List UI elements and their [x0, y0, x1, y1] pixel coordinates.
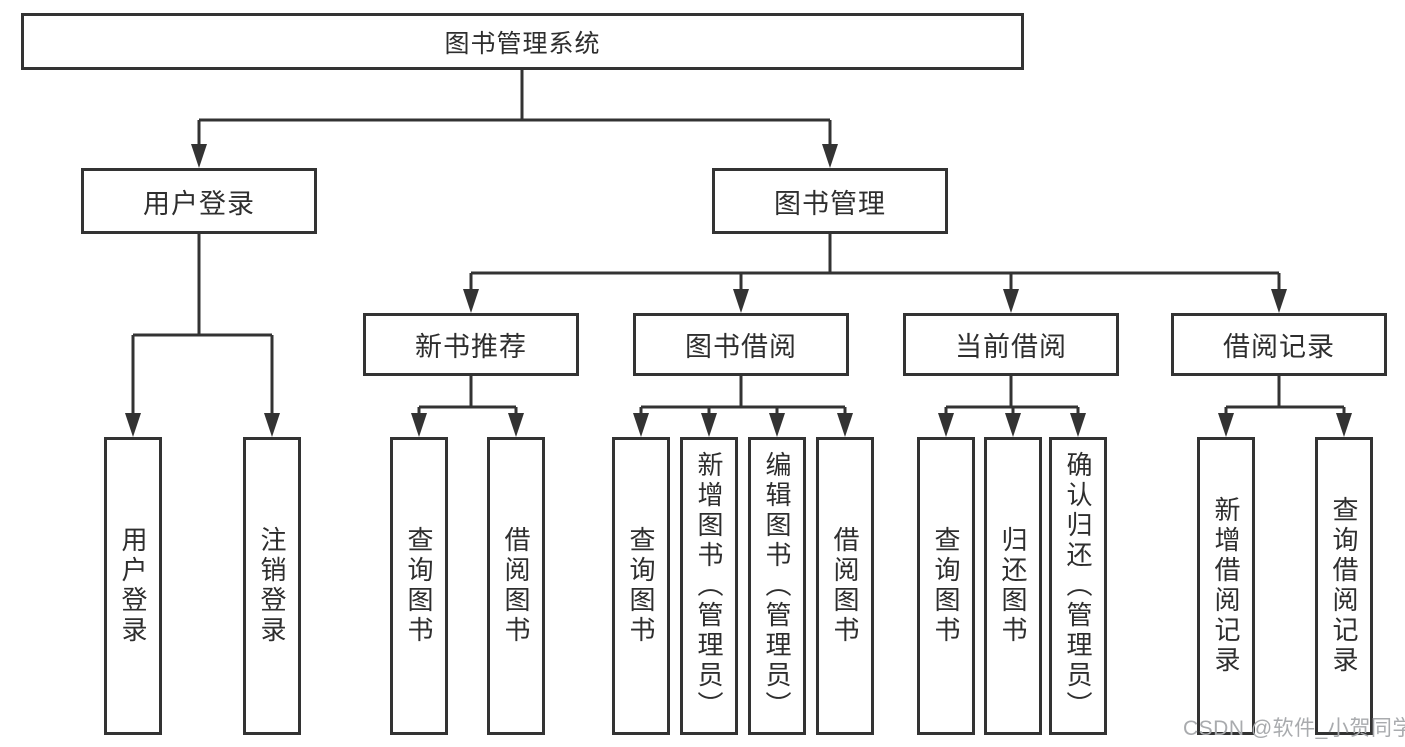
leaf-add-book-admin-label: 新增图书（管理员）	[694, 451, 724, 721]
arrowhead	[463, 289, 479, 313]
arrowhead	[938, 413, 954, 437]
leaf-edit-book-admin: 编辑图书（管理员）	[748, 437, 806, 735]
node-borrow-records-label: 借阅记录	[1223, 332, 1335, 362]
node-new-book-recommend-label: 新书推荐	[415, 332, 527, 362]
leaf-borrow-books-recommend-label: 借阅图书	[501, 526, 531, 646]
node-current-borrow: 当前借阅	[903, 313, 1119, 376]
leaf-query-books-recommend-label: 查询图书	[404, 526, 434, 646]
arrowhead	[125, 413, 141, 437]
leaf-return-book-label: 归还图书	[998, 526, 1028, 646]
node-root-label: 图书管理系统	[444, 29, 601, 58]
arrowhead	[837, 413, 853, 437]
arrowhead	[411, 413, 427, 437]
node-user-login: 用户登录	[81, 168, 317, 234]
leaf-add-borrow-record: 新增借阅记录	[1197, 437, 1255, 735]
connector-new-book-recommend	[417, 375, 518, 430]
arrowhead	[1005, 413, 1021, 437]
node-book-management: 图书管理	[712, 168, 948, 234]
leaf-logout-label: 注销登录	[257, 526, 287, 646]
arrowhead	[1070, 413, 1086, 437]
connector-book-management	[469, 233, 1281, 306]
arrowhead	[508, 413, 524, 437]
arrowhead	[733, 289, 749, 313]
leaf-query-borrow-record-label: 查询借阅记录	[1329, 496, 1359, 676]
arrowhead	[1003, 289, 1019, 313]
connector-user-login	[131, 233, 274, 430]
node-user-login-label: 用户登录	[143, 188, 255, 219]
node-book-management-label: 图书管理	[774, 188, 886, 219]
leaf-query-books-borrow-label: 查询图书	[626, 526, 656, 646]
arrowhead	[191, 144, 207, 168]
leaf-query-books-borrow: 查询图书	[612, 437, 670, 735]
arrowhead	[769, 413, 785, 437]
leaf-borrow-books-borrow-label: 借阅图书	[830, 526, 860, 646]
leaf-return-book: 归还图书	[984, 437, 1042, 735]
leaf-add-borrow-record-label: 新增借阅记录	[1211, 496, 1241, 676]
leaf-query-books-recommend: 查询图书	[390, 437, 448, 735]
leaf-confirm-return-admin-label: 确认归还（管理员）	[1063, 451, 1093, 721]
connector-current-borrow	[944, 375, 1080, 430]
arrowhead	[264, 413, 280, 437]
leaf-user-login: 用户登录	[104, 437, 162, 735]
connector-book-borrow	[639, 375, 847, 430]
node-book-borrow-label: 图书借阅	[685, 332, 797, 362]
arrowhead	[1336, 413, 1352, 437]
watermark-text: CSDN @软件_小贺同学	[1183, 717, 1405, 740]
node-current-borrow-label: 当前借阅	[955, 332, 1067, 362]
arrowhead	[701, 413, 717, 437]
leaf-borrow-books-borrow: 借阅图书	[816, 437, 874, 735]
leaf-logout: 注销登录	[243, 437, 301, 735]
leaf-edit-book-admin-label: 编辑图书（管理员）	[762, 451, 792, 721]
connector-root	[197, 69, 832, 160]
leaf-borrow-books-recommend: 借阅图书	[487, 437, 545, 735]
node-book-borrow: 图书借阅	[633, 313, 849, 376]
node-root: 图书管理系统	[21, 13, 1024, 70]
leaf-user-login-label: 用户登录	[118, 526, 148, 646]
arrowhead	[822, 144, 838, 168]
leaf-add-book-admin: 新增图书（管理员）	[680, 437, 738, 735]
arrowhead	[1218, 413, 1234, 437]
arrowhead	[1271, 289, 1287, 313]
leaf-query-books-current: 查询图书	[917, 437, 975, 735]
leaf-query-books-current-label: 查询图书	[931, 526, 961, 646]
arrowhead	[633, 413, 649, 437]
connector-borrow-records	[1224, 375, 1346, 430]
node-new-book-recommend: 新书推荐	[363, 313, 579, 376]
leaf-query-borrow-record: 查询借阅记录	[1315, 437, 1373, 735]
node-borrow-records: 借阅记录	[1171, 313, 1387, 376]
leaf-confirm-return-admin: 确认归还（管理员）	[1049, 437, 1107, 735]
